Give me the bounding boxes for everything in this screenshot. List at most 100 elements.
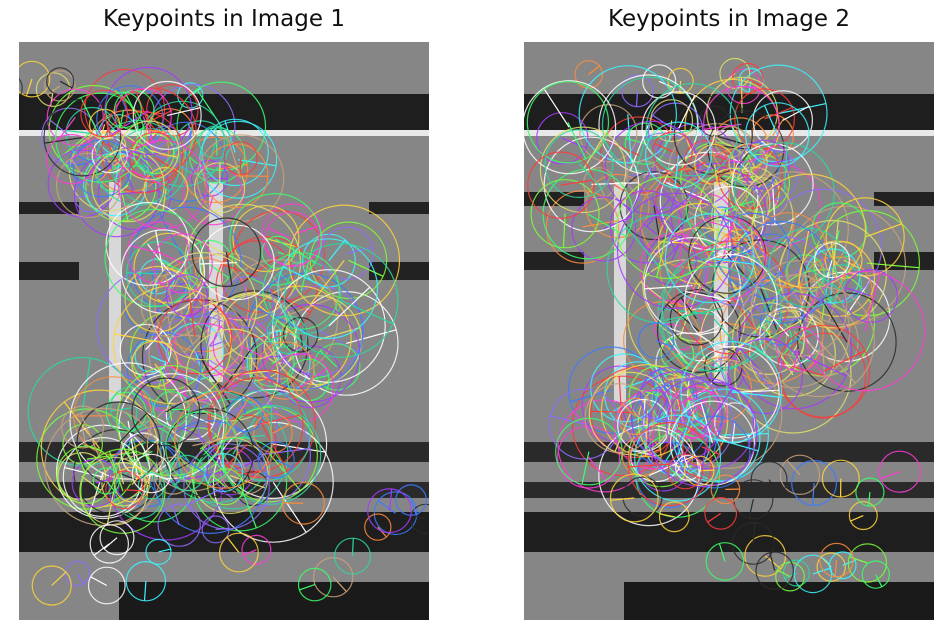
keypoint-circle [714, 402, 756, 444]
keypoint-orientation [127, 420, 139, 479]
keypoint-circle [91, 137, 128, 174]
keypoint-orientation [786, 459, 801, 476]
keypoint-orientation [685, 470, 702, 480]
keypoint-circle [364, 513, 392, 541]
keypoint-orientation [772, 117, 785, 137]
keypoint-circle [277, 238, 379, 340]
keypoint-orientation [173, 472, 188, 486]
keypoint-orientation [167, 107, 201, 116]
keypoint-circle [182, 164, 244, 226]
keypoint-orientation [733, 389, 780, 393]
keypoint-orientation [740, 77, 743, 113]
keypoint-orientation [671, 238, 683, 261]
keypoint-circle [68, 144, 107, 183]
keypoint-orientation [299, 367, 328, 389]
keypoint-circle [181, 136, 249, 204]
keypoint-orientation [199, 261, 238, 265]
keypoint-orientation [284, 370, 299, 397]
keypoint-circle [735, 292, 853, 410]
keypoint-circle [232, 205, 300, 273]
keypoint-orientation [880, 471, 901, 480]
keypoint-circle [779, 454, 821, 495]
keypoint-orientation [653, 377, 678, 418]
keypoint-orientation [159, 213, 187, 263]
keypoint-orientation [635, 90, 639, 107]
keypoint-circle [630, 429, 683, 483]
keypoint-circle [609, 473, 659, 523]
keypoint-circle [297, 567, 332, 602]
keypoint-orientation [701, 387, 734, 433]
keypoint-orientation [103, 113, 111, 137]
keypoint-circle [132, 80, 202, 150]
keypoint-circle [814, 242, 851, 279]
keypoint-orientation [644, 285, 693, 290]
keypoint-orientation [618, 417, 638, 449]
keypoint-orientation [734, 176, 759, 204]
keypoint-orientation [388, 488, 393, 511]
keypoint-orientation [155, 250, 184, 264]
keypoint-circle [113, 469, 164, 520]
keypoint-orientation [724, 360, 729, 415]
keypoint-orientation [864, 223, 903, 238]
panel-image-2: Keypoints in Image 2 [524, 0, 934, 634]
keypoint-circle [703, 245, 764, 306]
keypoint-circle [198, 125, 233, 159]
keypoint-orientation [550, 415, 585, 425]
keypoint-orientation [792, 348, 800, 371]
keypoint-orientation [59, 129, 94, 159]
keypoint-orientation [47, 85, 61, 96]
keypoint-circle [313, 557, 354, 598]
keypoint-circle [574, 60, 603, 89]
keypoint-circle [639, 216, 675, 252]
keypoint-orientation [793, 330, 838, 367]
keypoint-orientation [588, 65, 600, 75]
keypoint-circle [816, 552, 846, 582]
keypoint-orientation [82, 426, 86, 448]
keypoint-circle [201, 515, 230, 544]
keypoint-circle [131, 340, 179, 388]
keypoint-orientation [722, 217, 735, 259]
keypoint-orientation [659, 513, 675, 518]
keypoint-circle [644, 121, 713, 189]
keypoint-circle [111, 439, 180, 508]
keypoint-orientation [202, 339, 229, 350]
keypoint-orientation [79, 412, 105, 468]
keypoint-circle [714, 212, 790, 288]
keypoint-circle [61, 405, 105, 449]
keypoint-orientation [81, 475, 102, 491]
keypoint-orientation [674, 154, 680, 188]
keypoint-circle [191, 217, 262, 288]
keypoint-orientation [777, 569, 791, 578]
keypoint-orientation [699, 469, 714, 472]
keypoint-orientation [164, 443, 211, 478]
keypoint-orientation [591, 182, 639, 185]
keypoint-circle [199, 224, 275, 301]
keypoint-orientation [235, 175, 268, 177]
keypoint-circle [584, 383, 655, 454]
keypoint-circle [704, 497, 738, 530]
keypoint-circle [680, 341, 783, 443]
keypoint-circle [80, 89, 129, 138]
keypoint-orientation [153, 325, 167, 382]
keypoint-orientation [603, 138, 640, 156]
keypoint-orientation [80, 97, 101, 138]
keypoint-orientation [70, 144, 92, 160]
keypoint-orientation [686, 161, 706, 173]
keypoint-orientation [658, 241, 699, 245]
keypoint-orientation [90, 576, 108, 587]
keypoint-circle [199, 120, 278, 199]
keypoint-orientation [103, 537, 118, 550]
keypoint-orientation [696, 161, 738, 166]
keypoint-circle [673, 95, 753, 175]
keypoint-circle [221, 240, 294, 313]
keypoint-circle [185, 328, 279, 422]
keypoint-circle [80, 448, 166, 534]
keypoint-circle [117, 139, 208, 230]
keypoint-orientation [834, 560, 838, 577]
keypoint-orientation [171, 505, 180, 526]
keypoint-orientation [778, 103, 827, 115]
keypoint-circle [650, 99, 694, 143]
keypoint-circle [246, 330, 311, 395]
keypoint-orientation [204, 194, 214, 224]
keypoint-orientation [763, 105, 778, 135]
